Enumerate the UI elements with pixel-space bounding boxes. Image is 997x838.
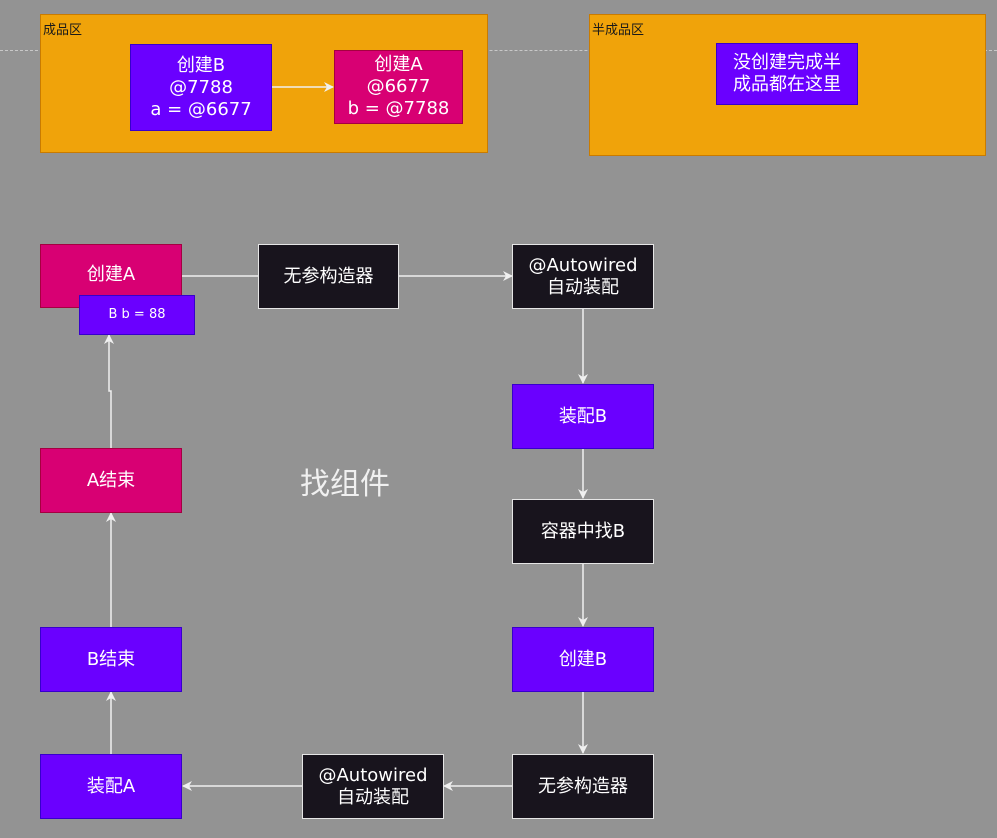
find-component-label: 找组件: [300, 467, 390, 502]
dashed-divider-line: [0, 50, 997, 51]
node-assemble-a[interactable]: 装配A: [40, 754, 182, 819]
finished-zone-label: 成品区: [43, 23, 83, 38]
node-field-b[interactable]: B b = 88: [79, 295, 195, 335]
node-no-arg-constructor-2[interactable]: 无参构造器: [512, 754, 654, 819]
node-autowired-2[interactable]: @Autowired 自动装配: [302, 754, 444, 819]
node-create-b[interactable]: 创建B: [512, 627, 654, 692]
finished-node-create-a[interactable]: 创建A @6677 b = @7788: [334, 50, 463, 124]
semi-finished-note[interactable]: 没创建完成半 成品都在这里: [716, 43, 858, 105]
node-autowired-1[interactable]: @Autowired 自动装配: [512, 244, 654, 309]
node-assemble-b[interactable]: 装配B: [512, 384, 654, 449]
node-a-end[interactable]: A结束: [40, 448, 182, 513]
node-no-arg-constructor-1[interactable]: 无参构造器: [258, 244, 399, 309]
semi-finished-zone-label: 半成品区: [592, 23, 645, 38]
node-b-end[interactable]: B结束: [40, 627, 182, 692]
node-find-b-in-container[interactable]: 容器中找B: [512, 499, 654, 564]
edge-a-end-to-field-b: [104, 334, 114, 448]
finished-node-create-b[interactable]: 创建B @7788 a = @6677: [130, 44, 272, 131]
